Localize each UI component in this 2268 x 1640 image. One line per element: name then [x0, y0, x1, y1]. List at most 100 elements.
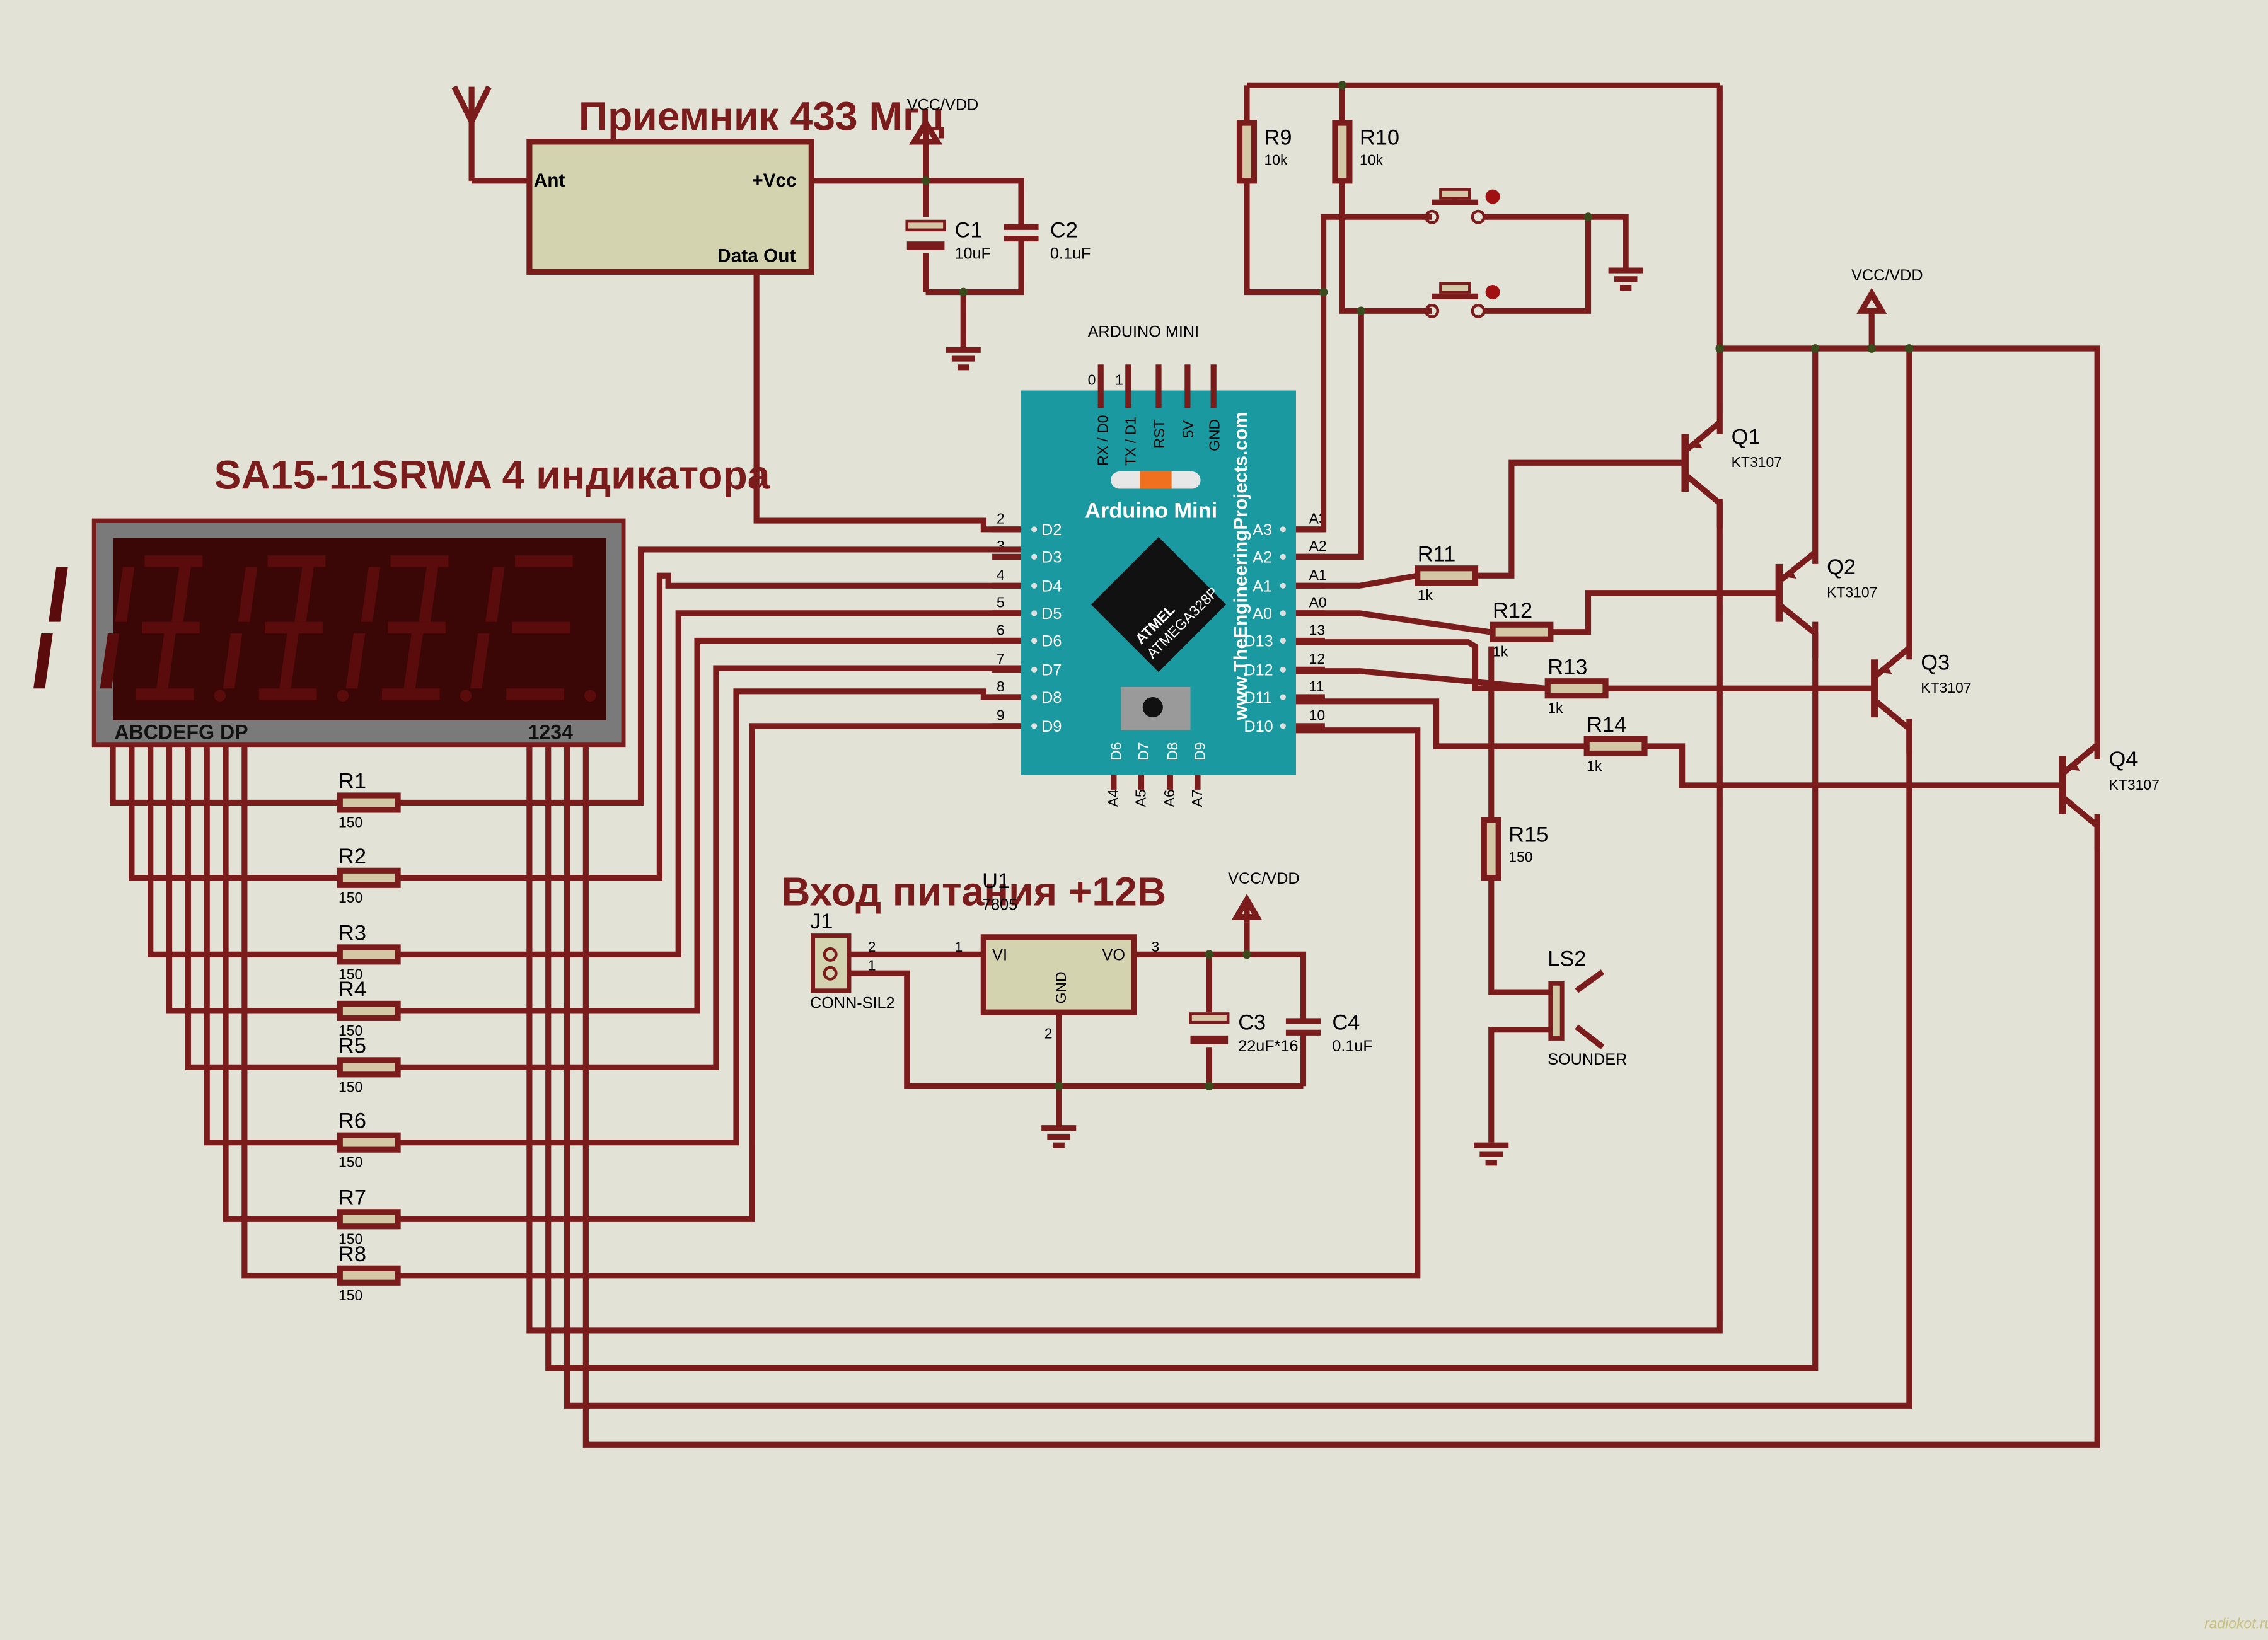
arduino-left-pin-d8: D8 — [1041, 689, 1062, 707]
regulator-u1: U1 7805 VI VO GND 1 2 3 — [954, 869, 1159, 1042]
arduino-right-num-7: 10 — [1309, 707, 1326, 724]
capacitor-c2: C2 0.1uF — [1004, 218, 1091, 263]
receiver-vcc-pin: +Vcc — [752, 170, 796, 191]
arduino-right-num-5: 12 — [1309, 650, 1326, 667]
arduino-left-pin-d7: D7 — [1041, 662, 1062, 679]
resistor-value: 1k — [1587, 758, 1602, 774]
c4-ref: C4 — [1332, 1011, 1360, 1035]
j1-pin2: 2 — [868, 938, 876, 955]
ground-symbol-1 — [946, 347, 981, 371]
transistor-ref: Q1 — [1732, 425, 1761, 449]
resistor-value: 150 — [1508, 849, 1532, 865]
resistor-value: 1k — [1418, 587, 1433, 603]
base-resistor-wiring — [1295, 459, 2063, 788]
resistor-value: 150 — [338, 889, 362, 906]
arduino-bottom-num-a4: A4 — [1105, 789, 1121, 807]
resistor-value: 150 — [338, 814, 362, 830]
display-title: SA15-11SRWA 4 индикатора — [214, 453, 771, 498]
arduino-right-pin-d11: D11 — [1244, 689, 1271, 707]
sounder-ls2: LS2 SOUNDER — [1548, 947, 1627, 1068]
u1-vi: VI — [992, 947, 1007, 964]
j1-ref: J1 — [810, 910, 833, 933]
arduino-left-num-7: 7 — [997, 650, 1005, 667]
power-input-title: Вход питания +12В — [781, 869, 1166, 914]
arduino-left-num-9: 9 — [997, 707, 1005, 724]
vcc-label-2: VCC/VDD — [1851, 267, 1923, 284]
resistor-value: 150 — [338, 1154, 362, 1170]
u1-pin3: 3 — [1152, 938, 1160, 955]
resistor-value: 10k — [1264, 152, 1288, 168]
resistor-ref: R9 — [1264, 125, 1292, 149]
resistor-value: 150 — [338, 1078, 362, 1095]
transistor-value: KT3107 — [1732, 454, 1782, 470]
c4-value: 0.1uF — [1332, 1037, 1373, 1055]
resistor-ref: R6 — [338, 1109, 366, 1133]
resistor-value: 1k — [1493, 644, 1508, 660]
resistor-ref: R8 — [338, 1242, 366, 1266]
arduino-top-pin-5v: 5V — [1180, 420, 1196, 438]
vcc-label-1: VCC/VDD — [907, 96, 978, 113]
resistor-ref: R2 — [338, 845, 366, 869]
resistor-ref: R5 — [338, 1034, 366, 1058]
watermark: radiokot.ru — [2204, 1615, 2268, 1632]
arduino-bottom-pin-d6: D6 — [1108, 742, 1124, 761]
resistor-r13: R13 1k — [1544, 655, 1609, 716]
atmega-chip: ATMEL ATMEGA328P — [1091, 537, 1227, 673]
digit-common-wiring — [526, 499, 2100, 1448]
arduino-name: Arduino Mini — [1085, 499, 1217, 523]
resistor-ref: R12 — [1493, 599, 1532, 623]
ls2-value: SOUNDER — [1548, 1051, 1627, 1068]
antenna — [451, 85, 529, 184]
arduino-left-pin-d4: D4 — [1041, 577, 1062, 595]
ground-symbol-2 — [1608, 267, 1643, 291]
vcc-symbol-1: VCC/VDD — [907, 96, 978, 145]
resistor-ref: R4 — [338, 978, 366, 1002]
arduino-header: ARDUINO MINI — [1088, 323, 1200, 341]
transistor-ref: Q3 — [1921, 650, 1950, 674]
arduino-right-num-3: A0 — [1309, 594, 1327, 611]
vcc-symbol-2: VCC/VDD — [1851, 267, 1923, 349]
digit-1 — [33, 555, 226, 702]
arduino-bottom-pin-d7: D7 — [1135, 742, 1152, 761]
resistor-ref: R13 — [1548, 655, 1587, 679]
resistor-value: 150 — [338, 1022, 362, 1039]
capacitor-c4: C4 0.1uF — [1285, 1011, 1373, 1055]
capacitor-c1: C1 10uF — [905, 218, 991, 263]
connector-j1: Вход питания +12В J1 2 1 CONN-SIL2 — [781, 869, 1166, 1012]
u1-pin1: 1 — [954, 938, 963, 955]
transistor-ref: Q4 — [2109, 748, 2138, 771]
arduino-right-pin-a1: A1 — [1253, 577, 1272, 595]
u1-ref: U1 — [982, 869, 1010, 893]
arduino-top-pin-rx: RX / D0 — [1095, 415, 1111, 466]
c2-value: 0.1uF — [1050, 245, 1091, 263]
display-digits-label: 1234 — [528, 721, 574, 744]
arduino-right-num-1: A2 — [1309, 538, 1327, 554]
resistor-value: 10k — [1360, 152, 1384, 168]
resistor-ref: R11 — [1418, 542, 1456, 566]
digit-3 — [279, 555, 472, 702]
j1-pin1: 1 — [868, 957, 876, 974]
vcc-symbol-3: VCC/VDD — [1228, 870, 1300, 923]
arduino-right-num-2: A1 — [1309, 567, 1327, 583]
u1-value: 7805 — [982, 896, 1017, 913]
digit-2 — [156, 555, 349, 702]
digit-4 — [403, 555, 596, 702]
resistor-r11: R11 1k — [1415, 542, 1479, 603]
resistor-r4: R4 150 — [337, 978, 401, 1039]
arduino-left-num-5: 5 — [997, 594, 1005, 611]
push-button-1 — [1425, 188, 1500, 224]
resistor-value: 1k — [1548, 700, 1563, 716]
ls2-ref: LS2 — [1548, 947, 1586, 971]
resistor-ref: R15 — [1508, 823, 1548, 846]
arduino-mini: ARDUINO MINI 0 1 RX / D0 TX / D1 RST 5V … — [1021, 323, 1296, 807]
u1-gnd: GND — [1053, 971, 1069, 1003]
